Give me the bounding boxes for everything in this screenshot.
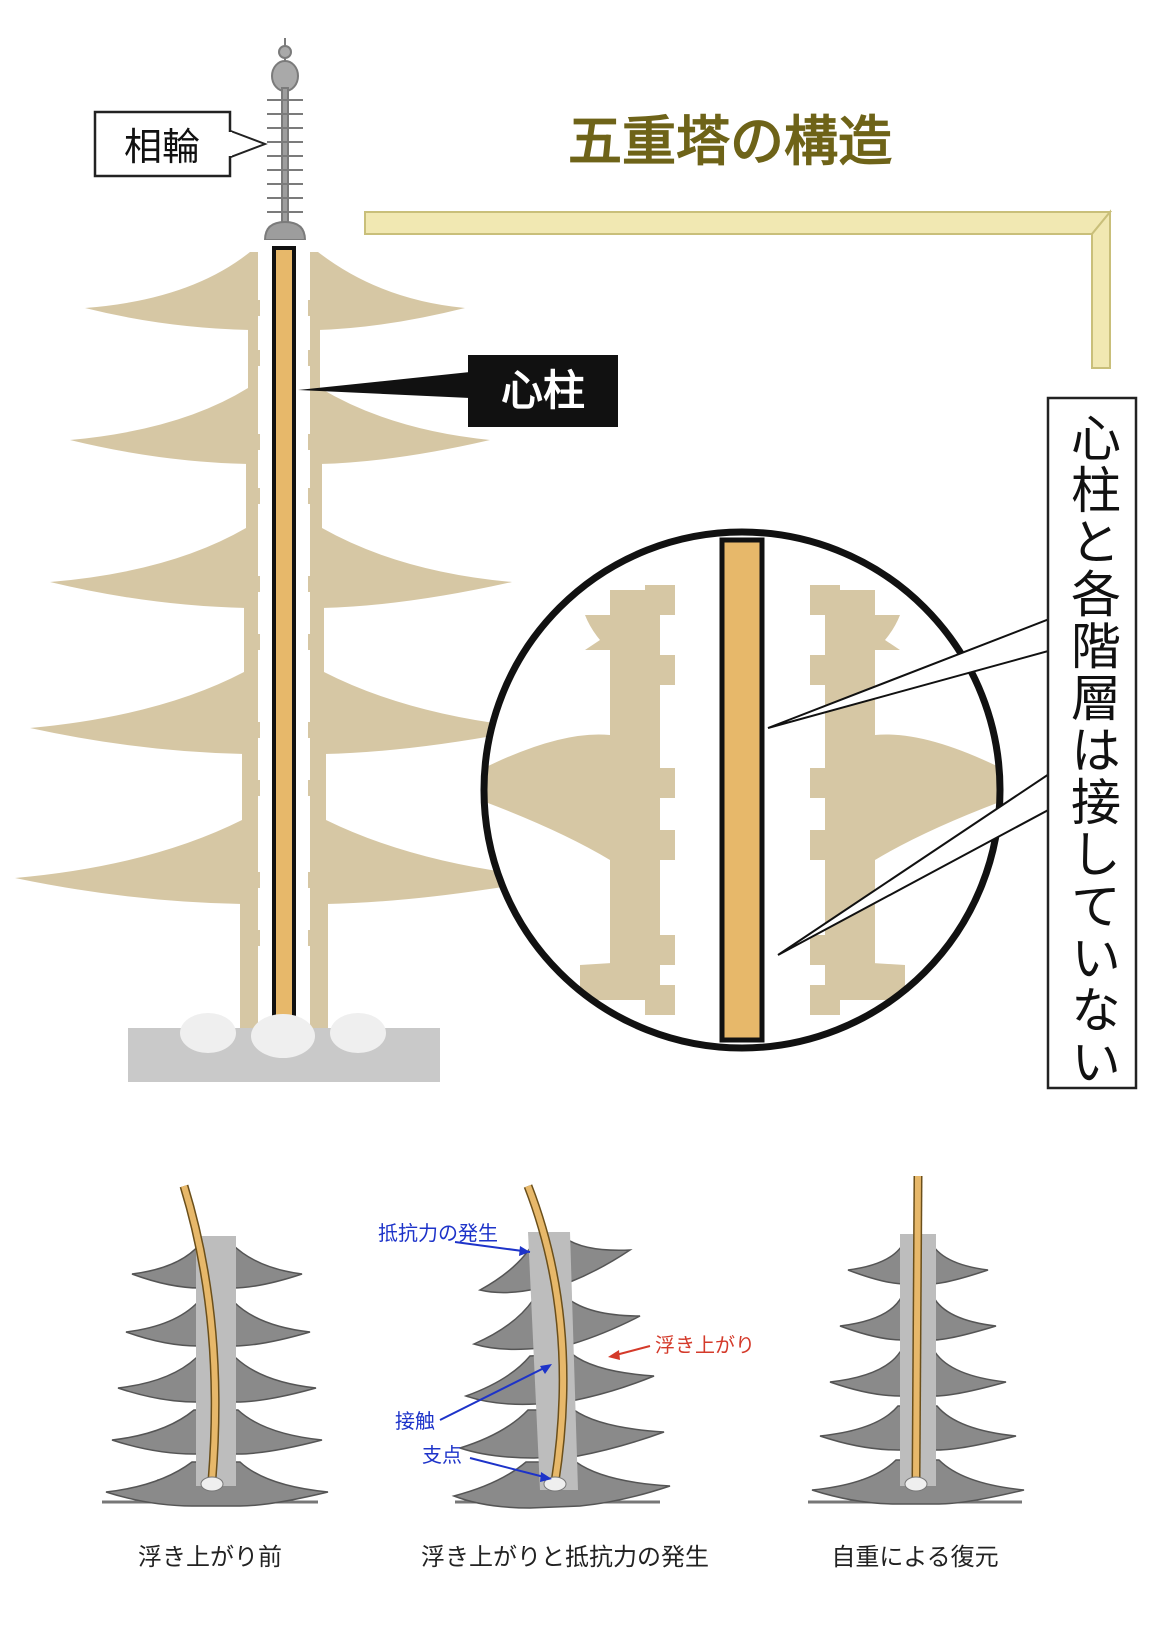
callout-text: 心柱と各階層は接していない xyxy=(1063,412,1121,1088)
shinbashira-label-text: 心柱 xyxy=(501,366,585,415)
sorin-label: 相輪 xyxy=(93,110,268,178)
sorin-label-text: 相輪 xyxy=(124,125,200,169)
sorin-finial xyxy=(263,38,307,241)
annotation-contact: 接触 xyxy=(395,1409,435,1433)
zoom-pillar xyxy=(719,537,765,1043)
panel-3-caption: 自重による復元 xyxy=(831,1543,998,1571)
main-pagoda xyxy=(15,38,555,1082)
shinbashira-label: 心柱 xyxy=(298,355,618,427)
callout-box: 心柱と各階層は接していない xyxy=(1046,396,1138,1090)
panel-1-caption: 浮き上がり前 xyxy=(138,1543,282,1571)
shinbashira-pillar xyxy=(272,246,296,1030)
annotation-lift: 浮き上がり xyxy=(655,1333,755,1357)
panel-2-caption: 浮き上がりと抵抗力の発生 xyxy=(421,1543,709,1571)
page-title: 五重塔の構造 xyxy=(568,110,892,173)
annotation-resistance: 抵抗力の発生 xyxy=(378,1221,498,1245)
panel-self-weight-recovery: 自重による復元 xyxy=(808,1175,1025,1571)
annotation-fulcrum: 支点 xyxy=(422,1443,462,1467)
title-bracket xyxy=(364,209,1113,369)
panel-lift-and-resistance: 抵抗力の発生 浮き上がり 接触 支点 浮き上がりと抵抗力の発生 xyxy=(378,1184,755,1571)
zoom-circle xyxy=(480,528,1004,1052)
panel-before-lift: 浮き上がり前 xyxy=(102,1184,329,1571)
callout-pointers xyxy=(767,616,1053,956)
